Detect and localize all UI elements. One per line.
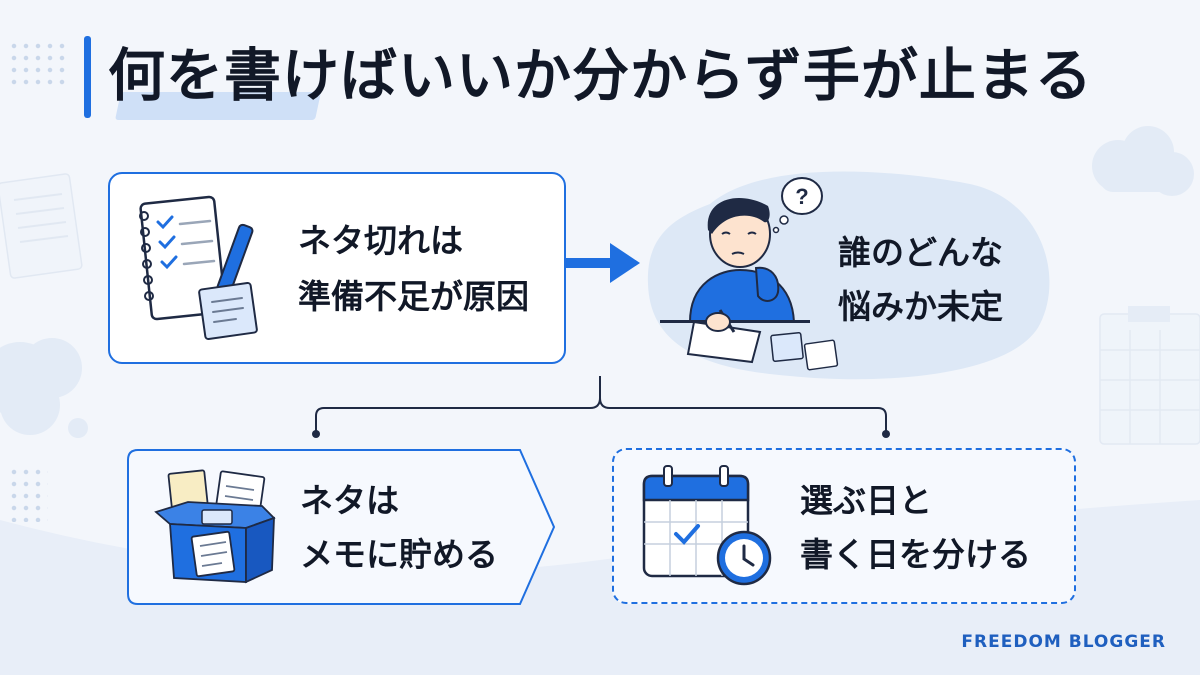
- schedule-line-1: 選ぶ日と: [800, 481, 932, 520]
- right-calendar-decor: [1099, 306, 1200, 445]
- worried-person-icon: ?: [660, 177, 839, 371]
- sticky-note-icon: [198, 282, 258, 340]
- memo-line-2: メモに貯める: [300, 535, 498, 574]
- dot-pattern-decor: [8, 466, 48, 522]
- left-cloud: [0, 338, 88, 438]
- cause-line-1: ネタ切れは: [298, 221, 463, 260]
- calendar-icon: [642, 465, 772, 586]
- schedule-line-2: 書く日を分ける: [800, 535, 1031, 574]
- sticky-note-icon: [770, 331, 839, 371]
- brand-logo-text: FREEDOM BLOGGER: [961, 632, 1166, 652]
- dot-pattern-decor: [8, 40, 66, 90]
- memo-box-icon: [154, 469, 276, 584]
- left-paper-decor: [0, 173, 83, 279]
- memo-line-1: ネタは: [300, 481, 399, 520]
- arrow-right-icon: [566, 243, 640, 283]
- title-accent-bar: [84, 36, 91, 118]
- question-mark: ?: [795, 184, 808, 209]
- notebook-icon: [139, 195, 258, 340]
- thought-bubble: ?: [772, 177, 823, 234]
- right-cloud: [1092, 126, 1194, 196]
- clock-icon: [716, 530, 772, 586]
- schedule-card: [612, 448, 1076, 604]
- cause-card: ネタ切れは 準備不足が原因: [108, 172, 566, 364]
- page-title: 何を書けばいいか分からず手が止まる: [108, 43, 1093, 109]
- branch-connector: [312, 376, 890, 438]
- undecided-line-2: 悩みか未定: [838, 287, 1003, 326]
- undecided-line-1: 誰のどんな: [838, 233, 1003, 272]
- cause-line-2: 準備不足が原因: [298, 277, 529, 316]
